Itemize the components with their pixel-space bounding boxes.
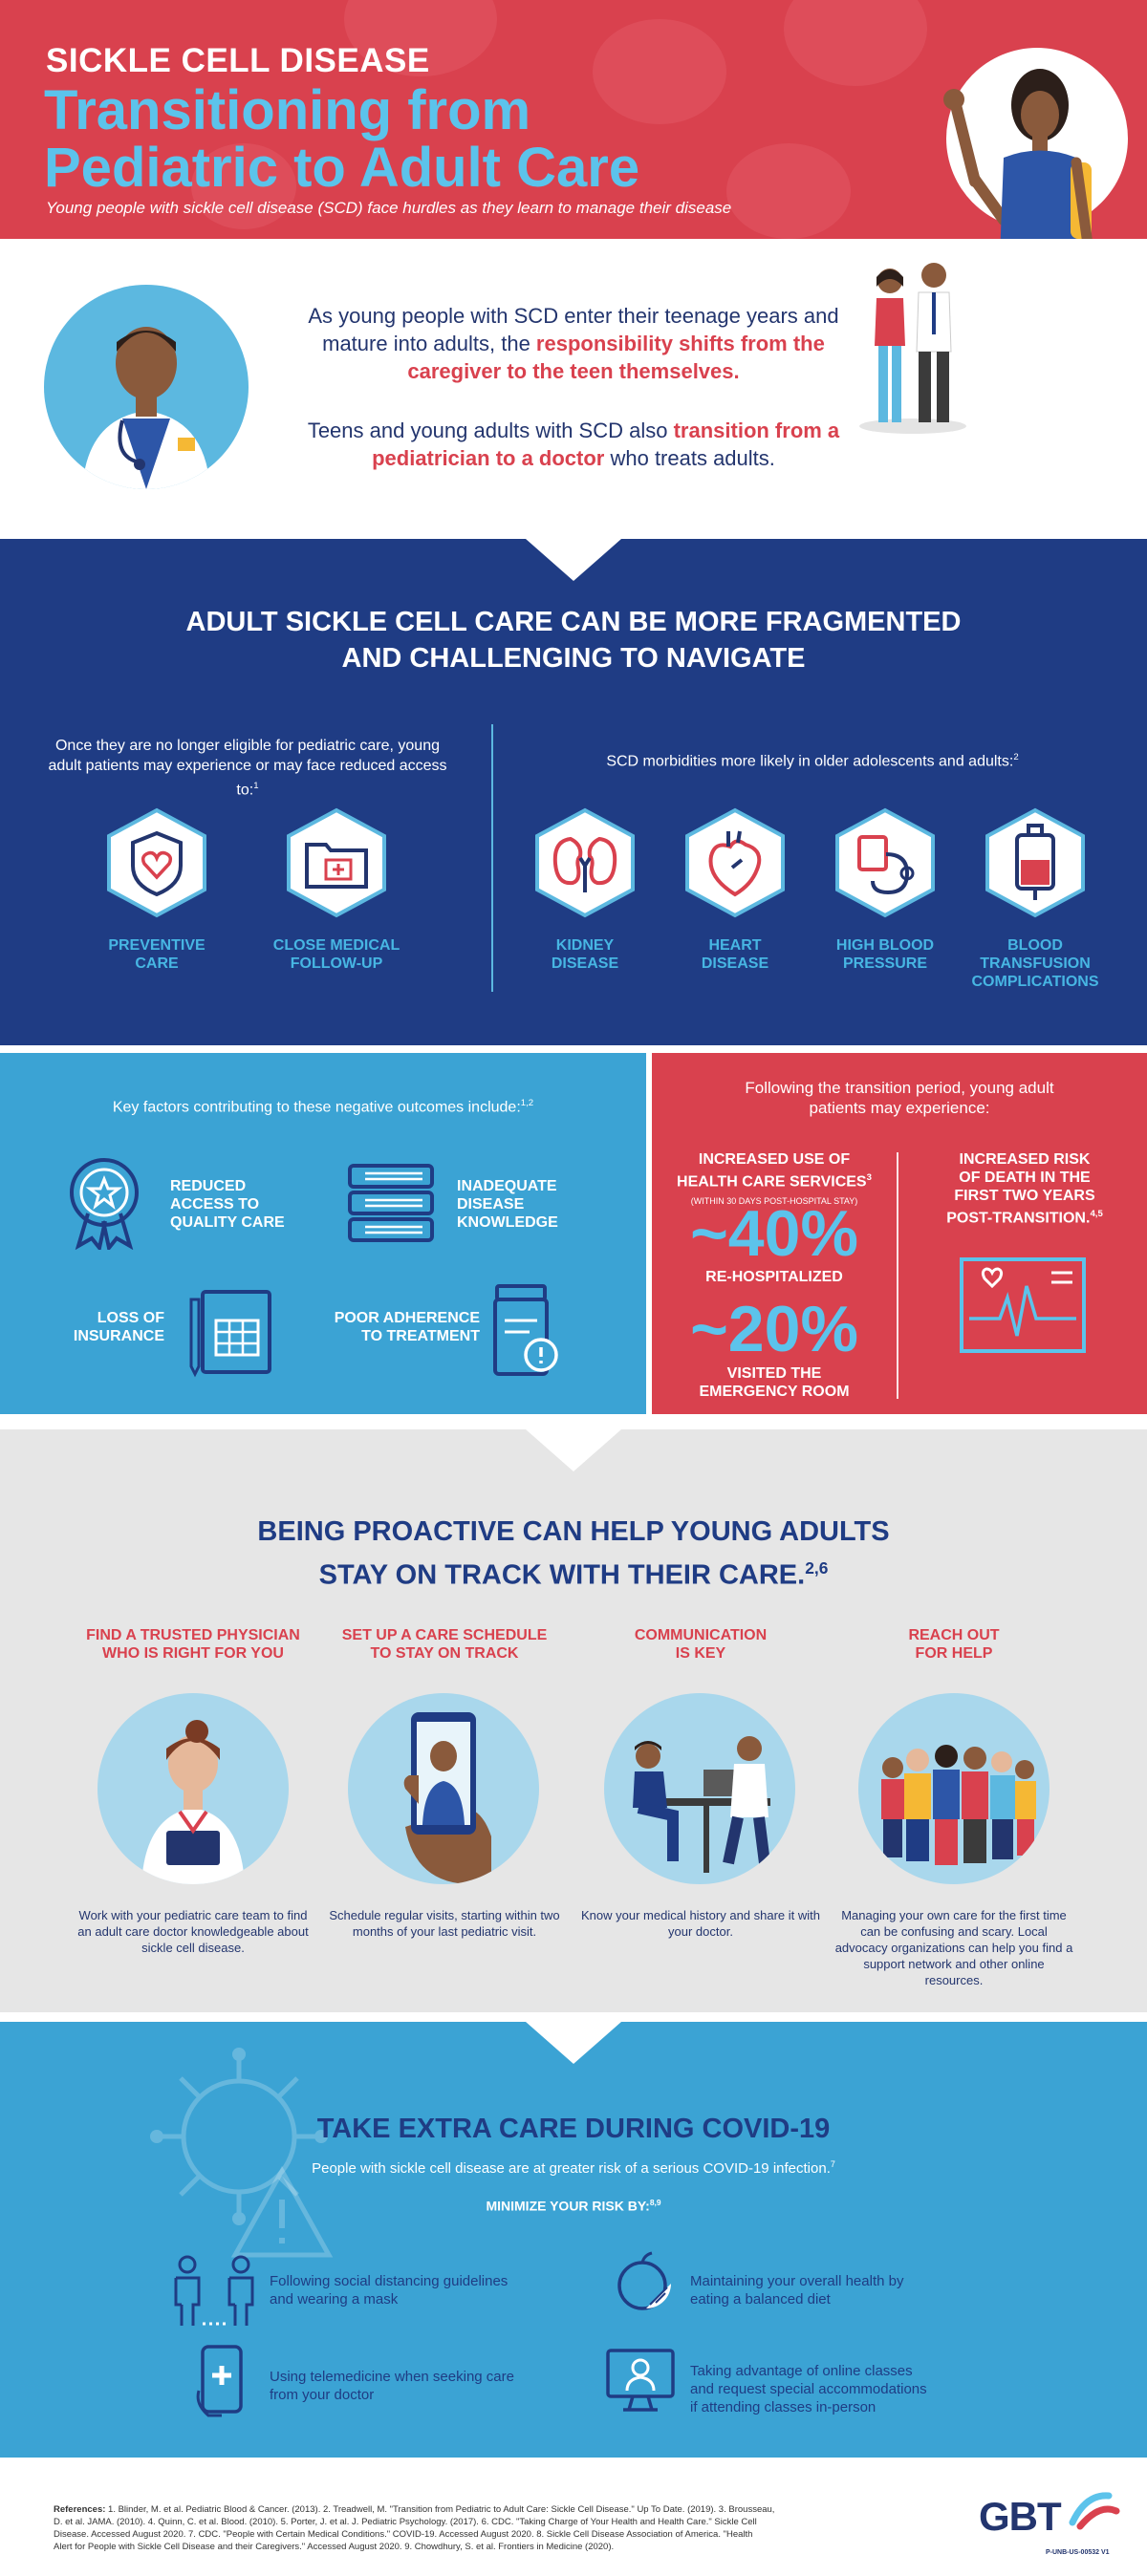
decorative-blood-cell — [784, 0, 927, 86]
female-physician-illustration — [141, 1720, 245, 1884]
proactive-section: BEING PROACTIVE CAN HELP YOUNG ADULTS ST… — [0, 1429, 1147, 2012]
decorative-blood-cell — [726, 143, 851, 239]
increased-use-title: INCREASED USE OF HEALTH CARE SERVICES3 (… — [677, 1151, 872, 1207]
communication-circle — [604, 1693, 795, 1884]
online-class-icon — [606, 2349, 675, 2412]
step-title-reach-out: REACH OUT FOR HELP — [908, 1627, 1000, 1662]
section-divider-notch — [526, 539, 621, 581]
doctor-avatar — [44, 285, 249, 489]
covid-title: TAKE EXTRA CARE DURING COVID-19 — [316, 2114, 831, 2144]
covid-subtitle: People with sickle cell disease are at g… — [312, 2159, 835, 2177]
gbt-logo: GBT — [979, 2494, 1062, 2539]
step-title-communication: COMMUNICATION IS KEY — [634, 1627, 768, 1662]
section-divider-notch — [526, 2022, 621, 2064]
title-line-1: Transitioning from — [44, 79, 531, 141]
step-body-communication: Know your medical history and share it w… — [581, 1908, 821, 1939]
support-group-illustration — [881, 1745, 1036, 1865]
page-title: Transitioning from Pediatric to Adult Ca… — [44, 82, 639, 197]
support-group-circle — [858, 1693, 1050, 1884]
patient-doctor-conversation-illustration — [633, 1736, 770, 1873]
blood-pressure-icon — [835, 807, 935, 918]
intro-paragraph-2: Teens and young adults with SCD also tra… — [307, 419, 840, 470]
transition-highlight: transition from a pediatrician to a doct… — [372, 419, 840, 470]
reduced-access-intro: Once they are no longer eligible for ped… — [48, 738, 447, 799]
outcomes-divider — [897, 1152, 898, 1399]
telemedicine-text: Using telemedicine when seeking care fro… — [270, 2369, 514, 2403]
step-body-reach-out: Managing your own care for the first tim… — [834, 1908, 1073, 1987]
rehospitalized-label: RE-HOSPITALIZED — [705, 1269, 843, 1285]
key-factors-intro: Key factors contributing to these negati… — [112, 1098, 534, 1116]
warning-triangle-watermark-icon — [230, 2165, 334, 2258]
decorative-blood-cell — [593, 19, 726, 124]
emergency-room-label: VISITED THE EMERGENCY ROOM — [699, 1365, 850, 1400]
morbidities-intro: SCD morbidities more likely in older ado… — [606, 752, 1019, 770]
key-factors-panel: Key factors contributing to these negati… — [0, 1053, 646, 1414]
physician-circle — [97, 1693, 289, 1884]
proactive-title: BEING PROACTIVE CAN HELP YOUNG ADULTS ST… — [257, 1516, 890, 1591]
section-divider-notch — [526, 1429, 621, 1471]
fragmented-title: ADULT SICKLE CELL CARE CAN BE MORE FRAGM… — [185, 607, 962, 674]
fragmented-care-section: ADULT SICKLE CELL CARE CAN BE MORE FRAGM… — [0, 539, 1147, 1045]
insurance-form-icon — [189, 1290, 271, 1378]
shield-heart-icon — [107, 807, 206, 918]
telemedicine-icon — [196, 2345, 243, 2417]
kidney-icon — [535, 807, 635, 918]
phone-video-call-illustration — [403, 1712, 491, 1884]
step-title-find-physician: FIND A TRUSTED PHYSICIAN WHO IS RIGHT FO… — [86, 1627, 300, 1662]
reduced-access-label: REDUCED ACCESS TO QUALITY CARE — [170, 1178, 285, 1231]
outcomes-panel: Following the transition period, young a… — [652, 1053, 1147, 1414]
references-footer: References: 1. Blinder, M. et al. Pediat… — [0, 2469, 1147, 2576]
pill-bottle-icon — [493, 1284, 558, 1376]
close-follow-up-label: CLOSE MEDICAL FOLLOW-UP — [272, 937, 400, 972]
gbt-logo-mark-icon — [1069, 2492, 1120, 2530]
heart-monitor-icon — [960, 1257, 1086, 1353]
young-couple-illustration — [859, 263, 966, 434]
social-distance-icon — [174, 2255, 254, 2326]
online-classes-text: Taking advantage of online classes and r… — [690, 2363, 927, 2415]
covid-section: TAKE EXTRA CARE DURING COVID-19 People w… — [0, 2022, 1147, 2458]
heart-disease-label: HEART DISEASE — [701, 937, 769, 972]
award-ribbon-icon — [70, 1158, 139, 1250]
title-line-2: Pediatric to Adult Care — [44, 137, 640, 199]
intro-paragraph-1: As young people with SCD enter their tee… — [308, 304, 839, 383]
medical-folder-icon — [287, 807, 386, 918]
heart-organ-icon — [685, 807, 785, 918]
poor-adherence-label: POOR ADHERENCE TO TREATMENT — [334, 1310, 480, 1344]
virus-watermark-icon — [150, 2048, 328, 2225]
risk-of-death-title: INCREASED RISK OF DEATH IN THE FIRST TWO… — [946, 1151, 1103, 1227]
loss-of-insurance-label: LOSS OF INSURANCE — [73, 1310, 164, 1344]
preventive-care-label: PREVENTIVE CARE — [108, 937, 206, 972]
step-title-care-schedule: SET UP A CARE SCHEDULE TO STAY ON TRACK — [341, 1627, 548, 1662]
intro-section: As young people with SCD enter their tee… — [0, 239, 1147, 539]
social-distancing-text: Following social distancing guidelines a… — [270, 2273, 509, 2308]
rehospitalized-stat: ~40% — [690, 1197, 858, 1270]
kidney-disease-label: KIDNEY DISEASE — [551, 937, 619, 972]
step-body-find-physician: Work with your pediatric care team to fi… — [77, 1908, 309, 1955]
emergency-room-stat: ~20% — [690, 1293, 858, 1365]
inadequate-knowledge-label: INADEQUATE DISEASE KNOWLEDGE — [457, 1178, 558, 1231]
minimize-risk-label: MINIMIZE YOUR RISK BY:8,9 — [486, 2198, 661, 2214]
step-body-care-schedule: Schedule regular visits, starting within… — [329, 1908, 560, 1939]
balanced-diet-text: Maintaining your overall health by eatin… — [690, 2273, 904, 2308]
header-kicker: SICKLE CELL DISEASE — [46, 42, 430, 79]
outcomes-intro: Following the transition period, young a… — [745, 1079, 1054, 1117]
decorative-blood-cell — [191, 143, 296, 229]
header-subtitle: Young people with sickle cell disease (S… — [46, 199, 732, 217]
references-text: References: 1. Blinder, M. et al. Pediat… — [54, 2504, 775, 2552]
transfusion-complications-label: BLOOD TRANSFUSION COMPLICATIONS — [971, 937, 1099, 990]
doctor-illustration — [82, 327, 210, 489]
responsibility-highlight: responsibility shifts from the caregiver… — [407, 332, 825, 383]
fruit-icon — [617, 2251, 671, 2310]
books-icon — [348, 1164, 434, 1242]
document-code: P-UNB-US-00532 V1 — [1046, 2549, 1110, 2556]
blood-bag-icon — [985, 807, 1085, 918]
high-blood-pressure-label: HIGH BLOOD PRESSURE — [835, 937, 935, 972]
column-divider — [491, 724, 493, 992]
schedule-circle — [348, 1693, 539, 1884]
